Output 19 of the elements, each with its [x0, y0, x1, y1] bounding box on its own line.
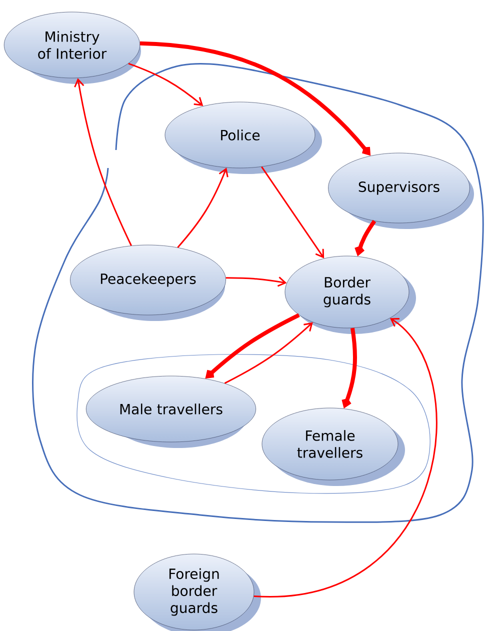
ellipse-node: Police	[164, 102, 322, 174]
ellipse-node: Female travellers	[262, 408, 405, 486]
arrow	[128, 62, 204, 106]
ellipse-node: Male travellers	[86, 376, 256, 448]
arrow	[342, 328, 357, 409]
arrow	[224, 322, 313, 384]
arrow	[226, 276, 287, 287]
arrow	[140, 41, 371, 156]
arrow	[177, 168, 228, 248]
arrow	[205, 313, 300, 379]
ellipse-node: Supervisors	[328, 152, 474, 229]
arrow	[354, 220, 376, 256]
arrow	[254, 318, 438, 597]
arrow	[74, 78, 132, 246]
ellipse-node: Ministry of Interior	[4, 12, 141, 84]
ellipse-node: Peacekeepers	[70, 244, 226, 321]
arrow	[261, 166, 324, 258]
ellipse-node: Border guards	[284, 256, 416, 334]
ellipse-node: Foreign border guards	[134, 554, 261, 631]
